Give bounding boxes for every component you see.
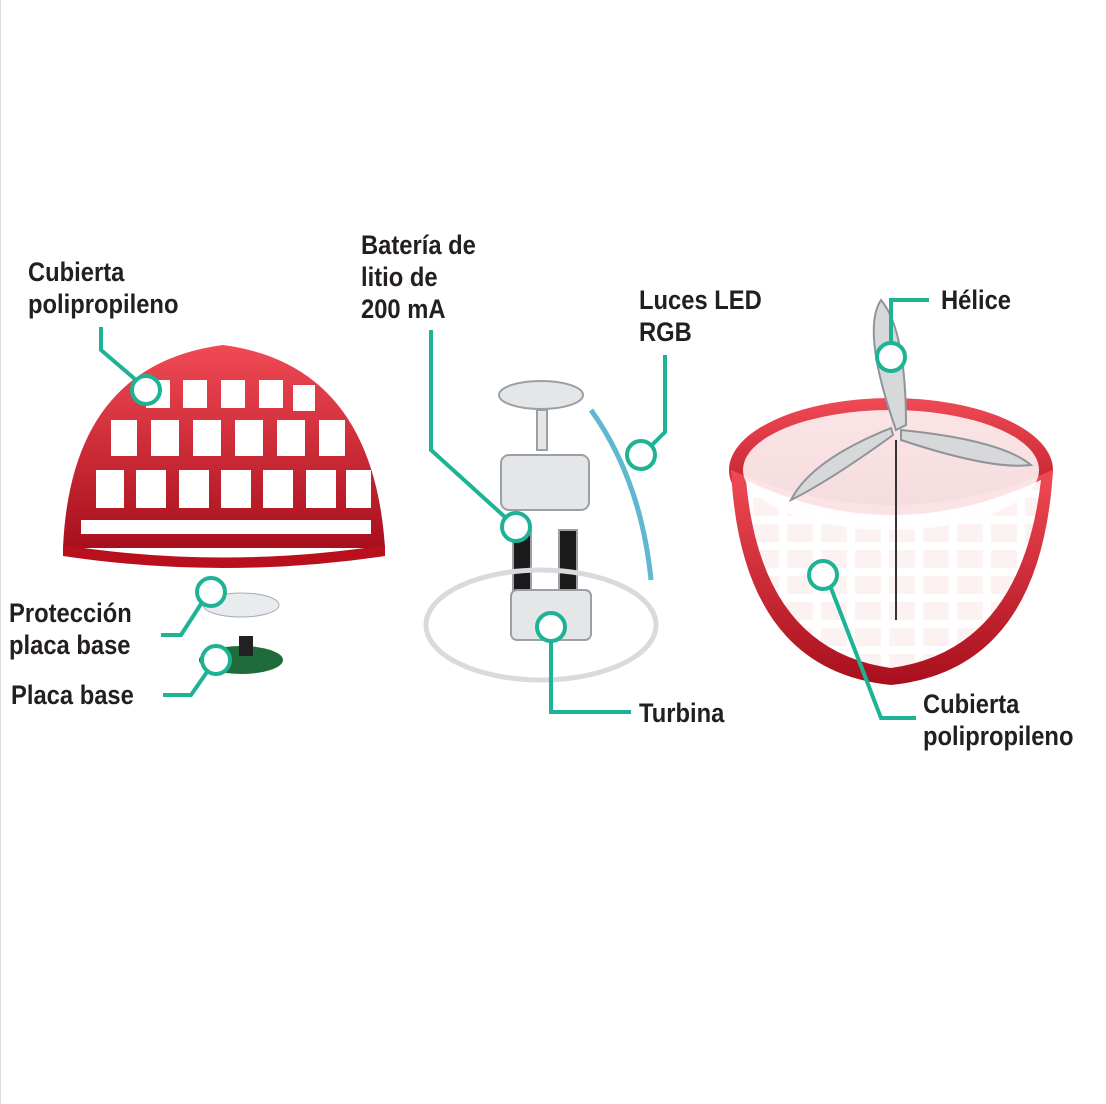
left-dome-cover [63, 345, 385, 568]
label-cover-right: Cubierta polipropileno [923, 688, 1073, 752]
label-line: Batería de [361, 230, 476, 260]
callout-markers [130, 341, 907, 676]
label-battery: Batería de litio de 200 mA [361, 229, 476, 325]
label-line: placa base [9, 630, 131, 660]
label-line: litio de [361, 262, 438, 292]
label-turbine: Turbina [639, 697, 724, 729]
label-line: Luces LED [639, 285, 762, 315]
label-base-protection: Protección placa base [9, 597, 132, 661]
right-bowl-cover [729, 398, 1053, 685]
label-line: Turbina [639, 698, 725, 728]
propeller [788, 298, 1034, 620]
label-line: RGB [639, 317, 692, 347]
label-line: Hélice [941, 285, 1012, 315]
label-propeller: Hélice [941, 284, 1011, 316]
label-line: Cubierta [28, 257, 125, 287]
label-line: 200 mA [361, 294, 446, 324]
label-line: polipropileno [28, 289, 179, 319]
label-cover-left: Cubierta polipropileno [28, 256, 178, 320]
label-line: Protección [9, 598, 132, 628]
label-line: Cubierta [923, 689, 1020, 719]
callout-lines [99, 298, 929, 720]
label-leds: Luces LED RGB [639, 284, 762, 348]
label-base-plate: Placa base [11, 679, 134, 711]
label-line: polipropileno [923, 721, 1074, 751]
label-line: Placa base [11, 680, 134, 710]
